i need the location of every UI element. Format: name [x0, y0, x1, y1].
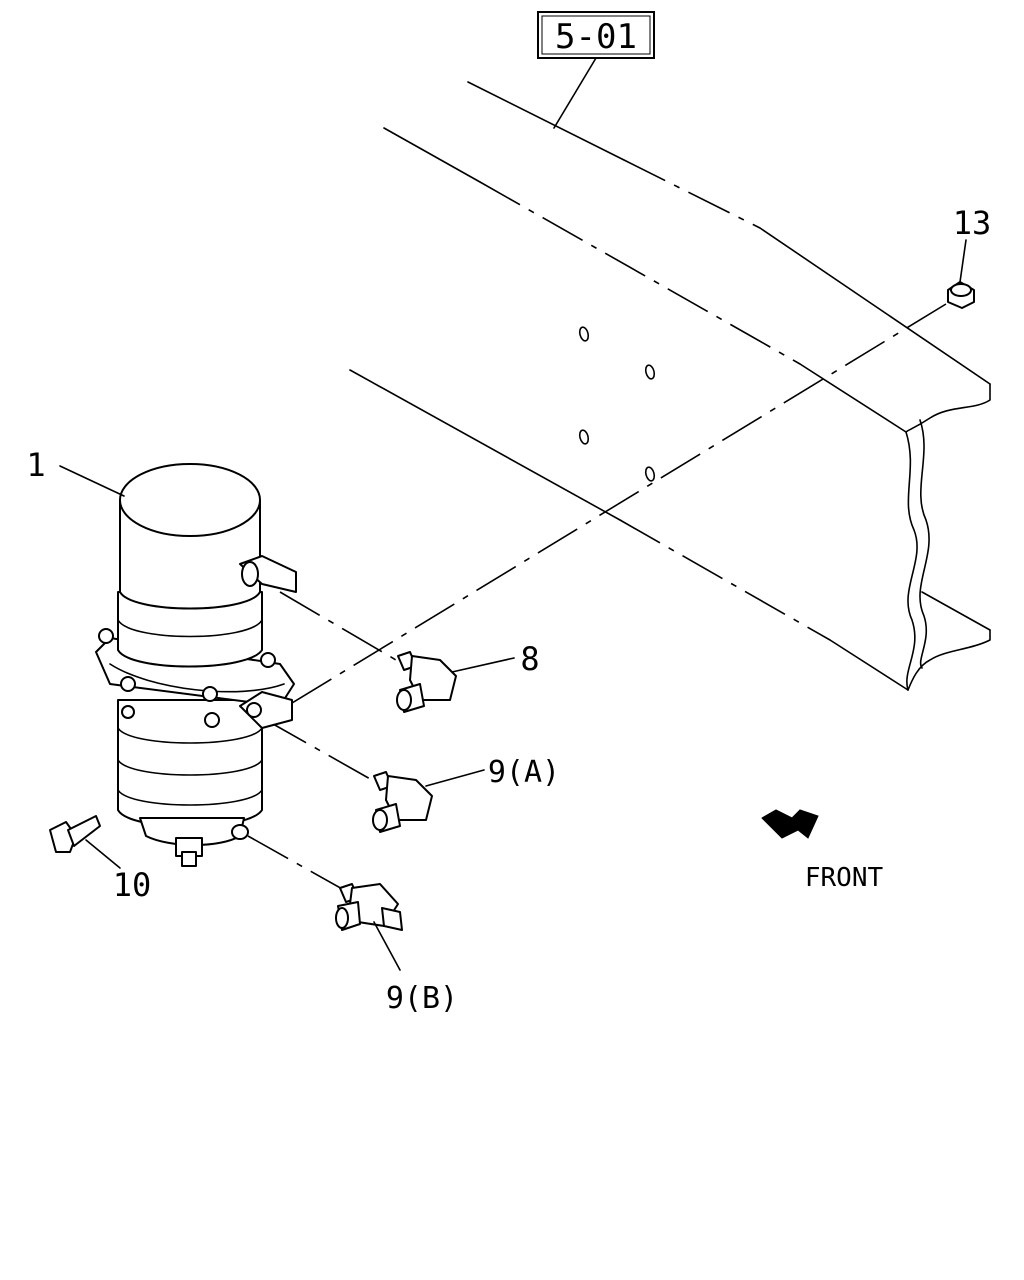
elbow-connector-8[interactable]: [396, 651, 457, 713]
callout-1[interactable]: 1: [26, 446, 45, 484]
reference-leader: [553, 57, 597, 129]
callout-8[interactable]: 8: [520, 640, 539, 678]
elbow-connector-9a[interactable]: [372, 771, 433, 833]
callout-10[interactable]: 10: [113, 866, 152, 904]
callout-9b[interactable]: 9(B): [386, 981, 458, 1016]
reference-box-label: 5-01: [555, 17, 637, 57]
leader-lines: [59, 239, 967, 971]
reference-box[interactable]: 5-01: [537, 11, 655, 59]
tee-connector-9b[interactable]: [335, 883, 403, 931]
callout-13[interactable]: 13: [953, 204, 992, 242]
front-arrow-icon: [761, 809, 819, 839]
bolt-10[interactable]: [49, 815, 101, 853]
frame-rail: [349, 81, 991, 691]
nut-13[interactable]: [947, 281, 975, 309]
callout-9a[interactable]: 9(A): [488, 755, 560, 790]
air-dryer[interactable]: [95, 463, 297, 867]
front-label: FRONT: [805, 863, 884, 893]
